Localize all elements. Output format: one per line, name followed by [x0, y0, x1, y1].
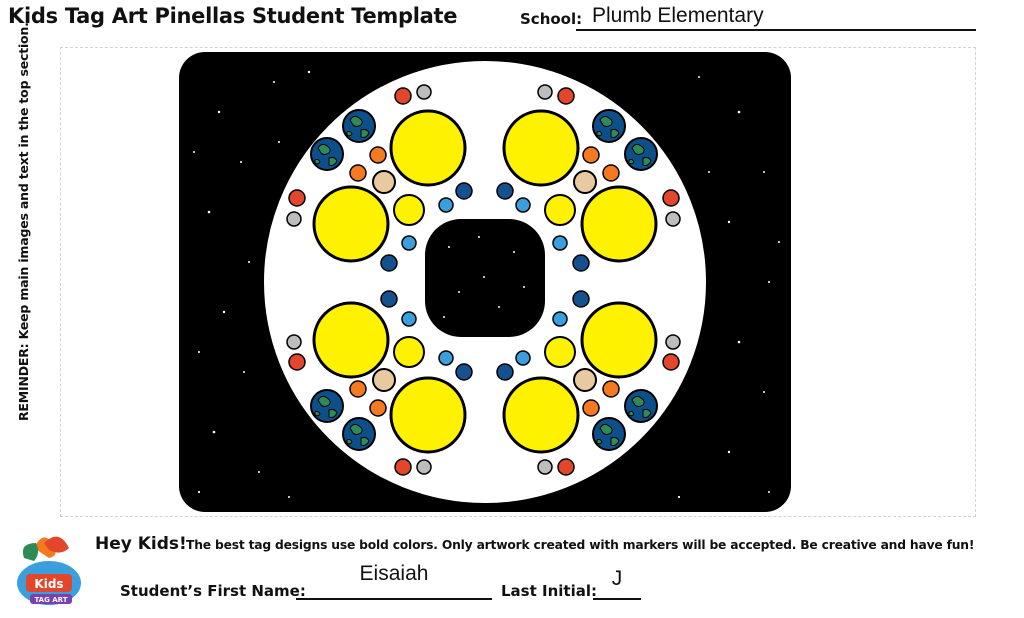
footer-heading: Hey Kids! — [95, 534, 187, 554]
tan-planets — [372, 170, 597, 392]
gray-planets — [286, 84, 681, 475]
last-initial-field[interactable]: J — [593, 567, 641, 600]
footer-instructions: The best tag designs use bold colors. On… — [186, 538, 975, 552]
center-black-hole — [425, 219, 545, 337]
first-name-field[interactable]: Eisaiah — [296, 562, 492, 600]
dark-blue-planets — [380, 182, 590, 381]
side-reminder: REMINDER: Keep main images and text in t… — [16, 22, 31, 421]
svg-text:Kids: Kids — [34, 577, 63, 591]
page-title: Kids Tag Art Pinellas Student Template — [8, 4, 458, 28]
last-initial-label: Last Initial: — [501, 582, 597, 600]
kids-tag-art-logo: Kids TAG ART — [17, 536, 81, 605]
school-label: School: — [520, 10, 583, 28]
red-planets — [288, 87, 680, 476]
license-plate-artwork — [179, 52, 791, 512]
first-name-label: Student’s First Name: — [120, 582, 306, 600]
svg-text:TAG ART: TAG ART — [34, 596, 67, 604]
suns — [312, 109, 658, 454]
orange-planets — [349, 146, 620, 417]
space-stars — [193, 70, 780, 499]
saturns — [393, 194, 576, 368]
light-blue-planets — [401, 197, 568, 366]
school-field[interactable]: Plumb Elementary — [576, 4, 976, 31]
art-area-frame — [60, 47, 976, 517]
center-stars — [443, 236, 525, 318]
